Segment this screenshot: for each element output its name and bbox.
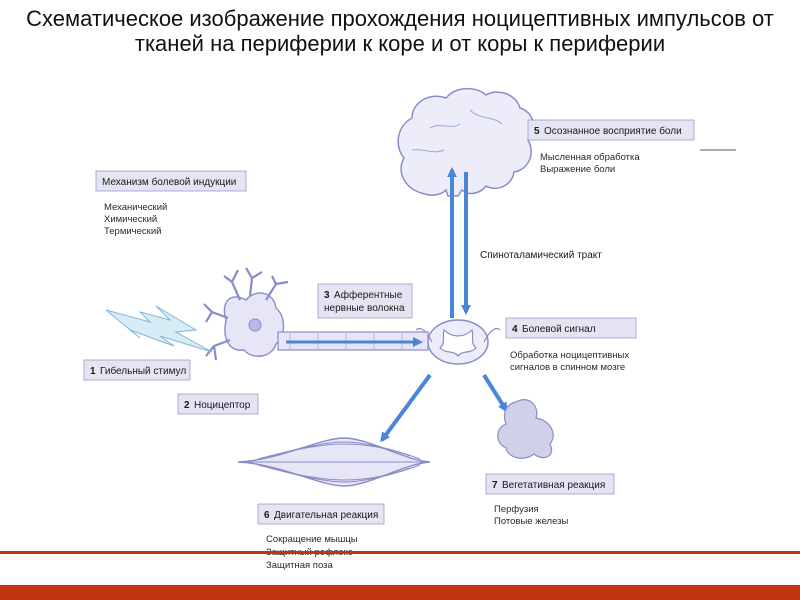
box-number: 1 xyxy=(90,366,96,377)
afferent-title: Афферентные xyxy=(334,289,403,301)
pain-signal-item: сигналов в спинном мозге xyxy=(510,362,625,373)
vegetative-item: Перфузия xyxy=(494,504,539,515)
box-number: 5 xyxy=(534,126,540,137)
stimulus-box: 1 Гибельный стимул xyxy=(84,360,190,380)
mechanism-item: Механический xyxy=(104,202,167,213)
perception-item: Мысленная обработка xyxy=(540,152,640,163)
motor-item: Сокращение мышцы xyxy=(266,534,358,545)
afferent-title-2: нервные волокна xyxy=(324,303,405,314)
box-number: 6 xyxy=(264,510,270,521)
vegetative-item: Потовые железы xyxy=(494,516,569,527)
mechanism-item: Термический xyxy=(104,226,161,237)
slide-accent-line xyxy=(0,551,800,554)
vegetative-title: Вегетативная реакция xyxy=(502,480,605,491)
slide-footer-band xyxy=(0,585,800,600)
box-number: 3 xyxy=(324,290,330,301)
perception-item: Выражение боли xyxy=(540,164,615,175)
motor-title: Двигательная реакция xyxy=(274,510,378,521)
box-number: 2 xyxy=(184,400,190,411)
perception-title: Осознанное восприятие боли xyxy=(544,125,682,137)
nociceptor-box: 2 Ноцицептор xyxy=(178,394,258,414)
motor-item: Защитная поза xyxy=(266,560,333,571)
afferent-box: 3 Афферентные нервные волокна xyxy=(318,284,412,318)
mechanism-item: Химический xyxy=(104,214,157,225)
nociceptor-title: Ноцицептор xyxy=(194,400,251,411)
mechanism-title: Механизм болевой индукции xyxy=(102,176,236,188)
pain-signal-item: Обработка ноцицептивных xyxy=(510,350,629,361)
tract-label: Спиноталамический тракт xyxy=(480,250,602,261)
stimulus-title: Гибельный стимул xyxy=(100,365,186,377)
pain-signal-title: Болевой сигнал xyxy=(522,324,596,335)
box-number: 4 xyxy=(512,324,518,335)
box-number: 7 xyxy=(492,480,498,491)
